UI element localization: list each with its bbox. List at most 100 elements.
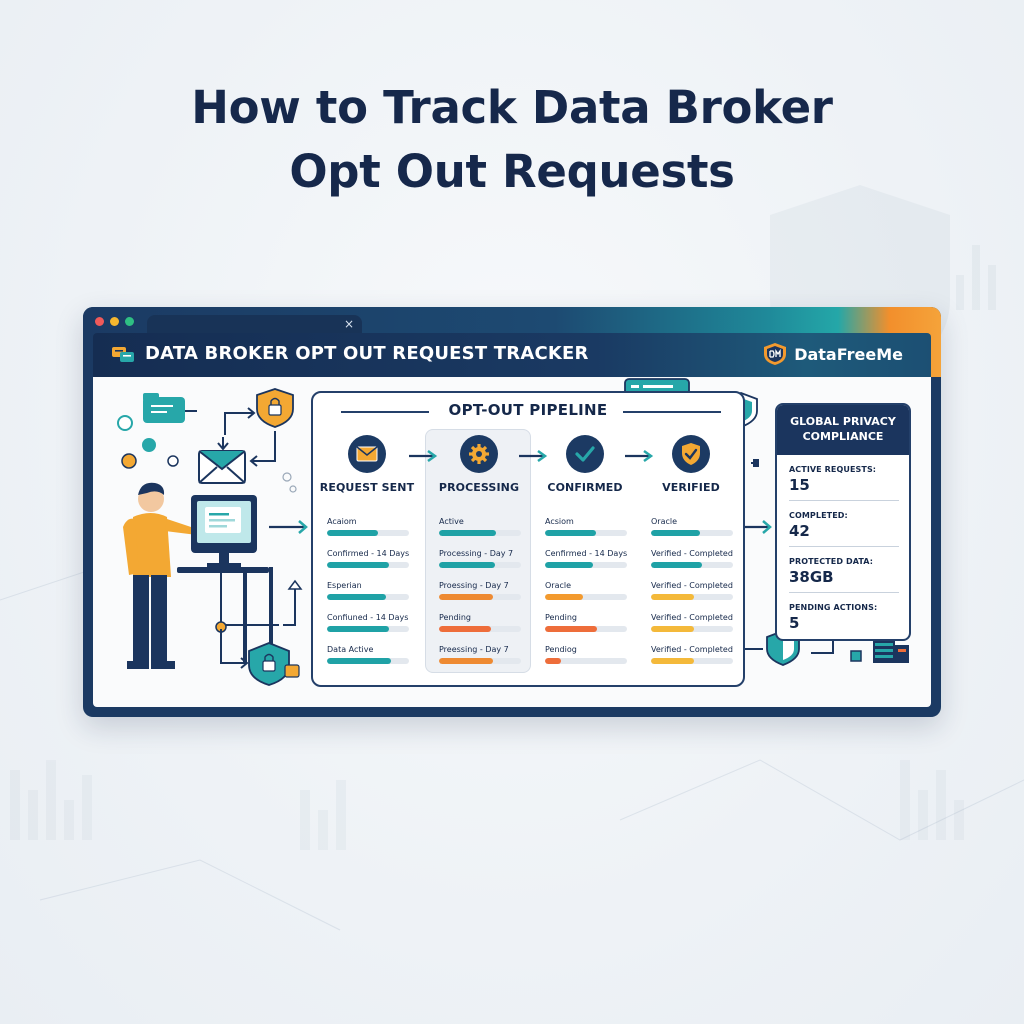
metric-label: COMPLETED: [789,511,848,520]
metric-value: 5 [789,614,800,632]
metric-value: 42 [789,522,810,540]
pipeline-item[interactable]: Pending [545,613,629,632]
datafreeme-logo-icon [764,343,787,365]
pipeline-item[interactable]: Oracle [545,581,629,600]
stage-label: CONFIRMED [547,481,623,494]
progress-bar-fill [327,562,389,568]
pipeline-item[interactable]: Processing - Day 7 [439,549,523,568]
pipeline-item-label: Oracle [545,581,572,590]
progress-bar-fill [651,626,694,632]
pipeline-item[interactable]: Verified - Completed [651,549,735,568]
pipeline-item[interactable]: Acaiom [327,517,411,536]
stage-confirmed[interactable]: CONFIRMED [533,435,637,494]
maximize-window-dot[interactable] [125,317,134,326]
metric-completed: COMPLETED: 42 [777,511,909,540]
pipeline-item-label: Confirmed - 14 Days [327,549,410,558]
pipeline-item[interactable]: Oracle [651,517,735,536]
brand[interactable]: DataFreeMe [762,342,903,366]
progress-bar [327,594,409,600]
pipeline-item[interactable]: Confirmed - 14 Days [327,549,411,568]
pipeline-item-label: Verified - Completed [651,613,733,622]
pipeline-item[interactable]: Verified - Completed [651,581,735,600]
progress-bar [439,658,521,664]
progress-bar-fill [439,626,492,632]
progress-bar-fill [651,530,701,536]
metric-protected-data: PROTECTED DATA: 38GB [777,557,909,586]
progress-bar [327,658,409,664]
progress-bar [439,626,521,632]
progress-bar [651,530,733,536]
pipeline-item[interactable]: Verified - Completed [651,645,735,664]
app-header: DATA BROKER OPT OUT REQUEST TRACKER Data… [93,333,931,377]
progress-bar-fill [545,530,596,536]
pipeline-item[interactable]: Active [439,517,523,536]
pipeline-item[interactable]: Verified - Completed [651,613,735,632]
pipeline-title: OPT-OUT PIPELINE [433,401,623,419]
page-title: How to Track Data Broker Opt Out Request… [0,76,1024,204]
progress-bar-fill [651,594,694,600]
tab-close-icon[interactable]: × [343,317,354,331]
pipeline-item[interactable]: Preessing - Day 7 [439,645,523,664]
pipeline-item[interactable]: Pendiog [545,645,629,664]
brand-name: DataFreeMe [794,344,903,364]
progress-bar [327,626,409,632]
pipeline-item[interactable]: Pending [439,613,523,632]
minimize-window-dot[interactable] [110,317,119,326]
pipeline-item-label: Cenfirmed - 14 Days [545,549,628,558]
global-privacy-compliance-panel: GLOBAL PRIVACY COMPLIANCE ACTIVE REQUEST… [775,403,911,641]
pipeline-item[interactable]: Data Active [327,645,411,664]
metric-value: 15 [789,476,810,494]
progress-bar [545,594,627,600]
stage-label: VERIFIED [662,481,720,494]
metric-active-requests: ACTIVE REQUESTS: 15 [777,465,909,494]
progress-bar [651,594,733,600]
close-window-dot[interactable] [95,317,104,326]
progress-bar [439,594,521,600]
stage-arrow-icon [625,449,654,463]
progress-bar [545,626,627,632]
stage-label: PROCESSING [438,481,520,494]
progress-bar [545,562,627,568]
progress-bar [651,562,733,568]
pipeline-item[interactable]: Esperian [327,581,411,600]
stage-arrow-icon [409,449,438,463]
progress-bar-fill [327,530,378,536]
bottom-lock-shield-icon [248,642,300,686]
tracker-content: OPT-OUT PIPELINE REQUEST SENT PROCESSING [93,377,931,707]
pipeline-title-rule-right [609,411,721,413]
folder-icon [143,393,185,423]
progress-bar [651,658,733,664]
pipeline-item[interactable]: Proessing - Day 7 [439,581,523,600]
progress-bar-fill [651,658,694,664]
progress-bar [327,562,409,568]
checkmark-icon [566,435,604,473]
stage-verified[interactable]: VERIFIED [639,435,743,494]
stage-processing[interactable]: PROCESSING [427,435,531,494]
pipeline-title-rule-left [341,411,429,413]
pipeline-item-label: Verified - Completed [651,549,733,558]
dot-icon [142,438,156,452]
divider [789,546,899,547]
progress-bar [651,626,733,632]
page-title-line-1: How to Track Data Broker [191,81,833,134]
envelope-icon [348,435,386,473]
pipeline-item[interactable]: Acsiom [545,517,629,536]
smile-icon [121,453,137,469]
pipeline-item-label: Acaiom [327,517,357,526]
progress-bar [327,530,409,536]
progress-bar [439,530,521,536]
pipeline-item-label: Data Active [327,645,374,654]
pipeline-item[interactable]: Confiuned - 14 Days [327,613,411,632]
pipeline-item[interactable]: Cenfirmed - 14 Days [545,549,629,568]
gear-icon [460,435,498,473]
progress-bar [439,562,521,568]
progress-bar-fill [439,658,494,664]
shield-check-icon [672,435,710,473]
compliance-title-line-2: COMPLIANCE [802,430,884,443]
server-icon [873,639,909,663]
pipeline-item-label: Esperian [327,581,362,590]
pipeline-item-label: Pending [545,613,577,622]
stage-request-sent[interactable]: REQUEST SENT [315,435,419,494]
progress-bar-fill [651,562,702,568]
stage-label: REQUEST SENT [319,481,415,494]
